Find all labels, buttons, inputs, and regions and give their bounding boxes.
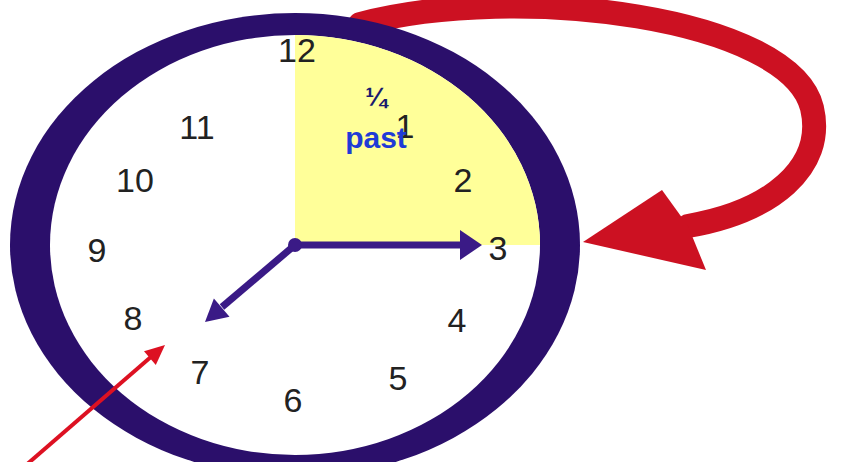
clock-number: 4 bbox=[448, 303, 467, 337]
clock-center bbox=[288, 238, 302, 252]
pointer-arrow bbox=[25, 356, 152, 462]
clock-number: 11 bbox=[179, 110, 214, 144]
clock-number: 7 bbox=[191, 355, 210, 389]
clock-number: 12 bbox=[278, 33, 316, 67]
minute-hand-head bbox=[460, 230, 482, 260]
past-label: past bbox=[345, 123, 407, 153]
pointer-arrow-head bbox=[144, 345, 165, 365]
fraction-label: ¼ bbox=[365, 84, 387, 110]
clock-number: 10 bbox=[116, 163, 154, 197]
clock-number: 8 bbox=[124, 301, 143, 335]
clock-number: 6 bbox=[284, 383, 303, 417]
hour-hand-head bbox=[205, 299, 230, 322]
curved-arrow-head bbox=[583, 190, 706, 270]
clock-number: 2 bbox=[454, 163, 473, 197]
clock-number: 9 bbox=[88, 233, 107, 267]
quarter-sector bbox=[295, 0, 595, 245]
clock-number: 3 bbox=[489, 231, 508, 265]
clock-number: 5 bbox=[389, 361, 408, 395]
hour-hand bbox=[222, 245, 295, 307]
minute-hand bbox=[295, 242, 462, 249]
